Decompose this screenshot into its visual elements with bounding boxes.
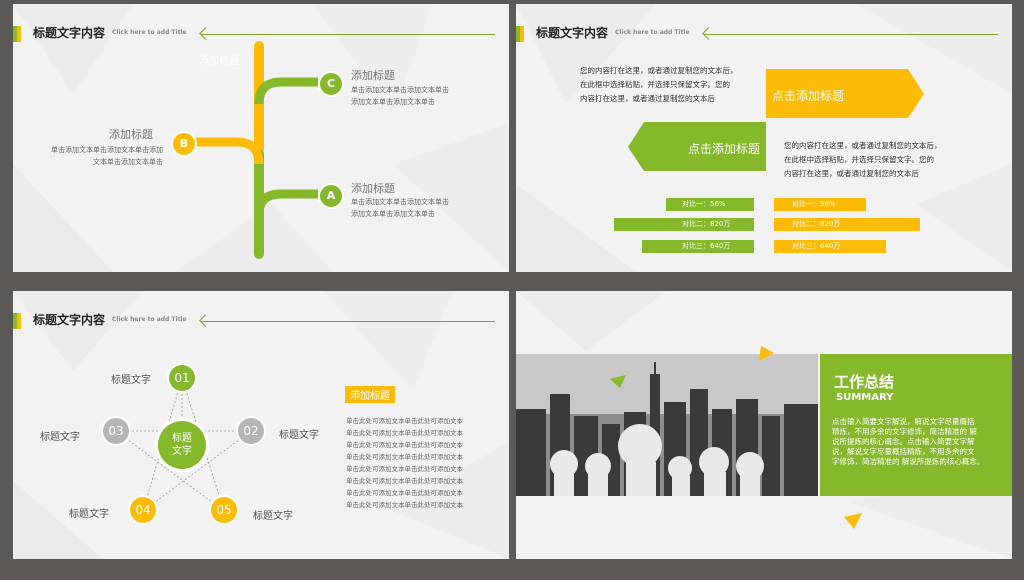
center-line-1: 标题	[172, 433, 192, 444]
summary-subtitle: SUMMARY	[836, 392, 894, 403]
header-line	[201, 321, 495, 322]
node-c-title: 添加标题	[351, 69, 395, 82]
header-accent	[13, 313, 17, 329]
text-lines: 单击此处可添加文本单击此处可添加文本 单击此处可添加文本单击此处可添加文本 单击…	[346, 415, 463, 511]
header-accent-2	[17, 313, 21, 329]
summary-line-2: 精炼，不用多余的文字修饰，简洁精准的 解	[832, 427, 977, 436]
paragraph-1-line-1: 您的内容打在这里，或者通过复制您的文本后，	[580, 66, 738, 75]
slide-comparison[interactable]: 标题文字内容 Click here to add Title 您的内容打在这里，…	[516, 4, 1012, 272]
center-node[interactable]: 标题 文字	[158, 421, 206, 469]
node-b-title: 添加标题	[109, 128, 153, 141]
node-03-label: 标题文字	[40, 432, 80, 443]
paragraph-2-line-1: 您的内容打在这里，或者通过复制您的文本后，	[784, 141, 942, 150]
header-accent-2	[520, 26, 524, 42]
green-bar-3: 对比三：640万	[642, 240, 754, 253]
node-05-label: 标题文字	[253, 511, 293, 522]
text-line-6: 单击此处可添加文本单击此处可添加文本	[346, 477, 463, 485]
paragraph-1-line-2: 在此框中选择粘贴，并选择只保留文字。您的	[580, 80, 730, 89]
box-title[interactable]: 添加标题	[345, 386, 395, 403]
paragraph-2-line-3: 内容打在这里，或者通过复制您的文本后	[784, 169, 919, 178]
background-pattern	[516, 4, 1012, 272]
node-b-line1: 单击添加文本单击添加文本单击添加	[51, 146, 163, 154]
summary-line-4: 说，解说文字尽量概括精炼，不用多余的文	[832, 447, 975, 456]
center-line-2: 文字	[172, 446, 192, 457]
summary-line-1: 点击输入简要文字解说，解说文字尽量概括	[832, 417, 975, 426]
yellow-bar-1-label: 对比一：56%	[792, 200, 836, 208]
summary-line-5: 字修饰，简洁精准的 解说所提炼的核心概念。	[832, 457, 985, 466]
header-accent-2	[17, 26, 21, 42]
node-a-line2: 添加文本单击添加文本单击	[351, 210, 435, 218]
node-04[interactable]: 04	[130, 497, 156, 523]
background-pattern	[516, 291, 1012, 559]
slide-title: 标题文字内容	[536, 26, 609, 40]
header-line	[201, 34, 495, 35]
node-a-title: 添加标题	[351, 182, 395, 195]
node-04-label: 标题文字	[69, 509, 109, 520]
header-accent	[516, 26, 520, 42]
green-bar-3-label: 对比三：640万	[682, 242, 731, 250]
yellow-bar-2-label: 对比二：820万	[792, 220, 841, 228]
background-pattern	[13, 4, 509, 272]
arrow-banners	[628, 69, 924, 171]
text-line-7: 单击此处可添加文本单击此处可添加文本	[346, 489, 463, 497]
slide-summary[interactable]: 工作总结 SUMMARY 点击输入简要文字解说，解说文字尽量概括 精炼，不用多余…	[516, 291, 1012, 559]
slide-star-diagram[interactable]: 标题文字内容 Click here to add Title 标题 文字 01 …	[13, 291, 509, 559]
summary-body: 点击输入简要文字解说，解说文字尽量概括 精炼，不用多余的文字修饰，简洁精准的 解…	[832, 417, 984, 467]
green-bar-2-label: 对比二：820万	[682, 220, 731, 228]
slide-subtitle: Click here to add Title	[112, 29, 187, 36]
node-02[interactable]: 02	[238, 418, 264, 444]
paragraph-1-line-3: 内容打在这里，或者通过复制您的文本后	[580, 94, 715, 103]
node-c-line2: 添加文本单击添加文本单击	[351, 98, 435, 106]
summary-panel	[820, 354, 1012, 496]
node-02-label: 标题文字	[279, 430, 319, 441]
top-label: 添加标题	[199, 56, 239, 67]
node-b[interactable]: B	[171, 131, 197, 157]
summary-title: 工作总结	[834, 373, 895, 391]
text-line-8: 单击此处可添加文本单击此处可添加文本	[346, 501, 463, 509]
summary-line-3: 说所提炼的核心概念。点击输入简要文字解	[832, 437, 975, 446]
node-c[interactable]: C	[318, 71, 344, 97]
city-figures-image	[516, 354, 818, 496]
yellow-bar-3: 对比三：640万	[774, 240, 886, 253]
slide-title: 标题文字内容	[33, 26, 106, 40]
background-pattern	[13, 291, 509, 559]
text-line-5: 单击此处可添加文本单击此处可添加文本	[346, 465, 463, 473]
slide-branch-diagram[interactable]: 标题文字内容 Click here to add Title 添加标题 C 添加…	[13, 4, 509, 272]
node-c-line1: 单击添加文本单击添加文本单击	[351, 86, 449, 94]
yellow-bar-1: 对比一：56%	[774, 198, 866, 211]
text-line-4: 单击此处可添加文本单击此处可添加文本	[346, 453, 463, 461]
paragraph-2-line-2: 在此框中选择粘贴，并选择只保留文字。您的	[784, 155, 934, 164]
branch-connector	[193, 41, 318, 259]
slide-title: 标题文字内容	[33, 313, 106, 327]
green-bar-1: 对比一：56%	[666, 198, 754, 211]
node-a[interactable]: A	[318, 183, 344, 209]
node-a-line1: 单击添加文本单击添加文本单击	[351, 198, 449, 206]
header-line	[704, 34, 998, 35]
text-line-1: 单击此处可添加文本单击此处可添加文本	[346, 417, 463, 425]
green-bar-1-label: 对比一：56%	[682, 200, 726, 208]
green-bar-2: 对比二：820万	[614, 218, 754, 231]
text-line-3: 单击此处可添加文本单击此处可添加文本	[346, 441, 463, 449]
slide-subtitle: Click here to add Title	[615, 29, 690, 36]
text-line-2: 单击此处可添加文本单击此处可添加文本	[346, 429, 463, 437]
node-b-line2: 文本单击添加文本单击	[93, 158, 163, 166]
header-accent	[13, 26, 17, 42]
yellow-bar-3-label: 对比三：640万	[792, 242, 841, 250]
node-01-label: 标题文字	[111, 375, 151, 386]
slide-subtitle: Click here to add Title	[112, 316, 187, 323]
node-05[interactable]: 05	[211, 497, 237, 523]
green-banner-label[interactable]: 点击添加标题	[688, 142, 761, 156]
triangle-accents	[610, 346, 862, 529]
yellow-banner-label[interactable]: 点击添加标题	[772, 89, 845, 103]
yellow-bar-2: 对比二：820万	[774, 218, 920, 231]
node-03[interactable]: 03	[103, 418, 129, 444]
node-01[interactable]: 01	[169, 365, 195, 391]
